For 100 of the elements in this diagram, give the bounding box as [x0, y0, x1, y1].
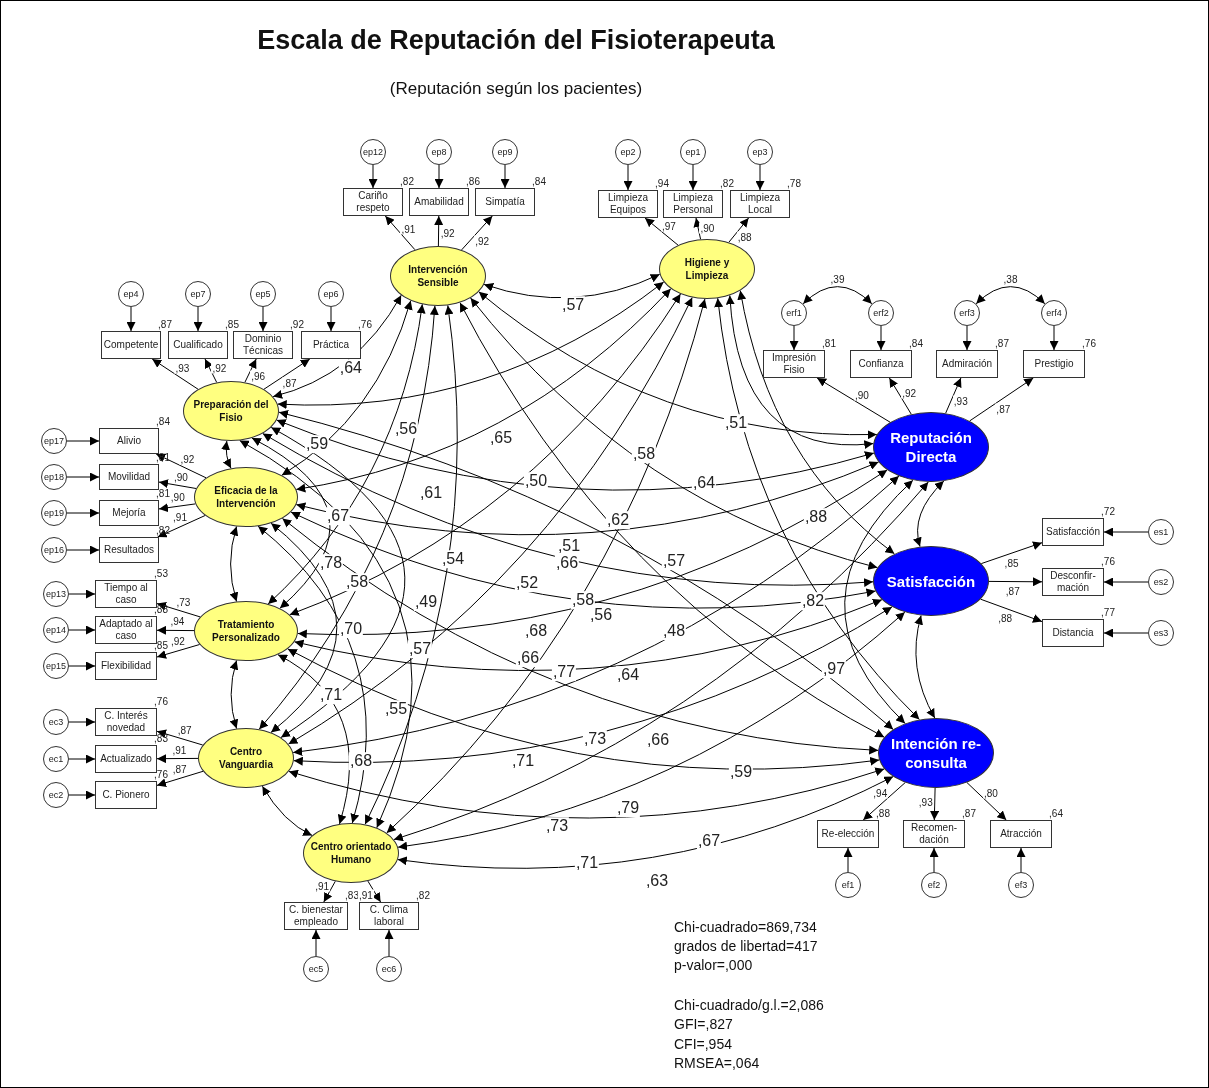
correlation-arrow	[483, 273, 661, 299]
arrow	[969, 377, 1034, 422]
r-squared-value: ,76	[1081, 337, 1097, 349]
indicator-box: Competente	[101, 331, 161, 359]
correlation-value: ,88	[803, 508, 829, 526]
error-circle: ep13	[43, 581, 69, 607]
correlation-value: ,61	[418, 484, 444, 502]
correlation-arrow	[257, 525, 367, 824]
indicator-box: C. bienestar empleado	[284, 902, 348, 930]
correlation-value: ,57	[407, 640, 433, 658]
indicator-box: Recomen- dación	[903, 820, 965, 848]
edge-label: ,92	[179, 453, 196, 465]
edge-label: ,91	[314, 880, 331, 892]
correlation-arrow	[459, 302, 885, 738]
correlation-arrow	[278, 410, 894, 730]
edge-label: ,87	[281, 377, 298, 389]
subtitle: (Reputación según los pacientes)	[389, 79, 643, 99]
correlation-arrow	[913, 480, 945, 548]
correlation-value: ,66	[554, 554, 580, 572]
correlation-arrow	[975, 286, 1046, 305]
arrow	[434, 164, 444, 189]
correlation-value: ,71	[510, 752, 536, 770]
correlation-arrow	[294, 598, 883, 671]
correlation-arrow	[239, 440, 413, 829]
edge-label: ,91	[172, 511, 188, 523]
correlation-arrow	[478, 291, 878, 439]
edge-label: ,88	[736, 231, 753, 243]
indicator-box: Re-elección	[817, 820, 879, 848]
edge-label: ,80	[982, 787, 999, 799]
error-circle: ep12	[360, 139, 386, 165]
edge-label: ,90	[169, 491, 186, 503]
edge-label: ,92	[211, 362, 228, 374]
indicator-box: Práctica	[301, 331, 361, 359]
correlation-value: ,51	[723, 414, 749, 432]
correlation-value: ,78	[318, 554, 344, 572]
r-squared-value: ,81	[821, 337, 837, 349]
edge-label: ,85	[1003, 557, 1020, 569]
correlation-arrow	[229, 526, 239, 602]
fit-statistic: Chi-cuadrado=869,734	[674, 919, 817, 935]
indicator-box: Amabilidad	[409, 188, 469, 216]
indicator-box: Limpieza Equipos	[598, 190, 658, 218]
correlation-arrow	[221, 440, 232, 469]
arrow	[693, 217, 703, 240]
correlation-arrow	[267, 303, 426, 605]
correlation-value: ,68	[523, 622, 549, 640]
arrow	[966, 782, 1007, 821]
arrow	[157, 515, 206, 538]
r-squared-value: ,87	[157, 318, 173, 330]
edge-label: ,88	[997, 612, 1014, 624]
arrow	[326, 306, 336, 332]
r-squared-value: ,64	[1048, 807, 1064, 819]
correlation-arrow	[802, 286, 873, 305]
correlation-arrow	[293, 606, 893, 766]
edge-label: ,87	[171, 763, 188, 775]
arrow	[962, 325, 972, 351]
correlation-arrow	[295, 288, 672, 493]
correlation-value: ,54	[440, 550, 466, 568]
r-squared-value: ,94	[654, 177, 670, 189]
edge-label: ,97	[660, 220, 677, 232]
arrow	[66, 436, 100, 446]
edge-label: ,57	[561, 296, 586, 315]
correlation-value: ,71	[574, 854, 600, 872]
edge-label: ,92	[474, 235, 491, 247]
correlation-arrow	[844, 479, 914, 724]
error-circle: ep8	[426, 139, 452, 165]
error-circle: ec1	[43, 746, 69, 772]
fit-statistic: GFI=,827	[674, 1016, 733, 1032]
r-squared-value: ,72	[1100, 505, 1116, 517]
correlation-arrow	[288, 767, 885, 819]
error-circle: ep17	[41, 428, 67, 454]
indicator-box: C. Clima laboral	[359, 902, 419, 930]
indicator-box: Actualizado	[95, 745, 157, 773]
r-squared-value: ,84	[531, 175, 547, 187]
r-squared-value: ,81	[155, 451, 171, 463]
edge-label: ,87	[1004, 585, 1021, 597]
correlation-value: ,56	[393, 420, 419, 438]
indicator-box: Cualificado	[168, 331, 228, 359]
factor-ellipse: Centro orientado Humano	[303, 823, 399, 883]
r-squared-value: ,82	[415, 889, 431, 901]
indicator-box: C. Pionero	[95, 781, 157, 809]
indicator-box: Confianza	[850, 350, 912, 378]
correlation-value: ,52	[514, 574, 540, 592]
correlation-value: ,64	[691, 474, 717, 492]
arrow	[68, 790, 96, 800]
fit-statistic: p-valor=,000	[674, 957, 753, 973]
correlation-arrow	[290, 511, 876, 609]
correlation-arrow	[258, 305, 439, 730]
arrow	[263, 358, 311, 390]
arrow	[68, 717, 96, 727]
arrow	[1103, 527, 1149, 537]
correlation-arrow	[281, 517, 879, 755]
correlation-value: ,71	[318, 686, 344, 704]
correlation-arrow	[386, 298, 707, 834]
error-circle: ep19	[41, 500, 67, 526]
correlation-value: ,51	[556, 537, 582, 555]
arrow	[945, 377, 962, 414]
factor-ellipse: Intervención Sensible	[390, 246, 486, 306]
indicator-box: C. Interés novedad	[95, 708, 157, 736]
arrow	[151, 358, 199, 390]
error-circle: ep9	[492, 139, 518, 165]
